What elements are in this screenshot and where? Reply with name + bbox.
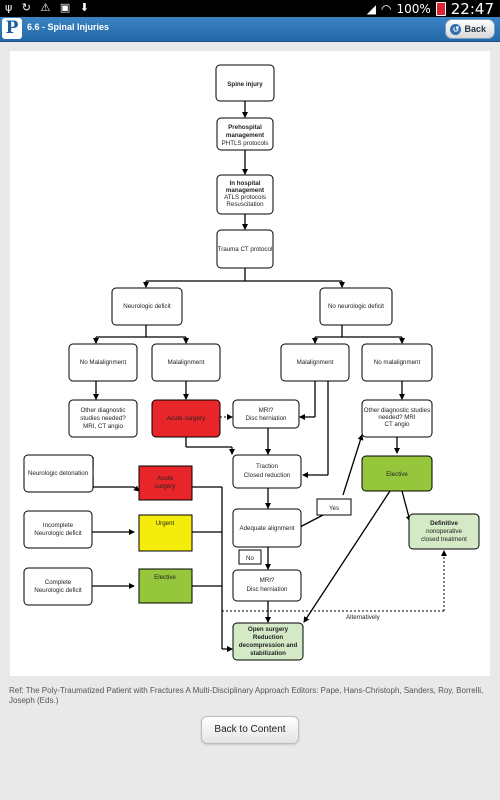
svg-text:Adequate alignment: Adequate alignment [239,525,294,532]
battery-icon [435,2,446,16]
node-adequate-alignment: Adequate alignment [232,508,302,548]
node-acute-surgery-middle: Acute surgery [138,465,193,501]
svg-text:No Malalignment: No Malalignment [80,359,127,366]
signal-icon: ◢ [366,2,376,16]
svg-text:CT angio: CT angio [385,421,411,428]
svg-text:closed treatment: closed treatment [421,536,467,543]
svg-text:Resuscitation: Resuscitation [226,201,264,208]
svg-text:In hospital: In hospital [230,180,261,187]
label-yes: Yes [316,498,352,516]
flowchart: Spine injury Prehospital management PHTL… [10,51,490,676]
back-to-content-button[interactable]: Back to Content [201,716,299,744]
dotted-lines [220,414,447,612]
node-elective-left: Elective [138,568,193,604]
svg-text:Yes: Yes [329,505,339,512]
node-mri-disc-herniation-bottom: MRI? Disc herniation [232,569,302,602]
svg-text:Neurologic deficit: Neurologic deficit [123,303,171,310]
svg-text:Complete: Complete [45,579,72,586]
node-definitive-nonoperative: Definitive nonoperative closed treatment [408,513,480,550]
wifi-icon: ◠ [380,2,392,16]
clock: 22:47 [450,0,494,18]
svg-text:No malalignment: No malalignment [374,359,421,366]
svg-text:Prehospital: Prehospital [228,124,262,131]
svg-text:Trauma CT protocol: Trauma CT protocol [218,246,273,253]
svg-text:No neurologic deficit: No neurologic deficit [328,303,384,310]
status-right: ◢ ◠ 100% 22:47 [367,0,494,18]
svg-text:Urgent: Urgent [156,520,175,527]
svg-text:Other diagnostic studies: Other diagnostic studies [364,407,430,414]
svg-text:No: No [246,555,254,562]
svg-text:stabilization: stabilization [250,650,286,657]
node-neurologic-deficit: Neurologic deficit [111,287,183,326]
node-spine-injury: Spine injury [215,64,275,102]
svg-text:Acute surgery: Acute surgery [167,415,206,422]
svg-text:Incomplete: Incomplete [43,522,74,529]
svg-text:Elective: Elective [154,574,176,581]
svg-text:ATLS protocols: ATLS protocols [224,194,266,201]
label-alternatively: Alternatively [346,614,381,621]
svg-text:Neurologic deficit: Neurologic deficit [34,530,82,537]
node-complete-deficit: Complete Neurologic deficit [23,567,93,606]
node-inhospital: In hospital management ATLS protocols Re… [216,174,274,215]
node-traction: Traction Closed reduction [232,454,302,489]
node-mri-disc-herniation-top: MRI? Disc herniation [232,399,300,429]
label-no: No [238,549,262,565]
svg-text:needed? MRI: needed? MRI [378,414,415,421]
node-elective-right: Elective [361,455,433,492]
status-bar: ψ ↻ ⚠ ▣ ⬇ ◢ ◠ 100% 22:47 [0,0,500,18]
back-arrow-icon: ↺ [450,23,462,35]
svg-text:Neurologic deficit: Neurologic deficit [34,587,82,594]
svg-text:Other diagnostic: Other diagnostic [80,407,125,414]
app-bar: P 6.6 - Spinal Injuries ↺ Back [0,17,500,42]
svg-text:Closed reduction: Closed reduction [244,472,291,479]
svg-text:Spine injury: Spine injury [227,81,263,88]
connector-lines [92,101,412,652]
svg-text:Traction: Traction [256,463,279,470]
node-no-malalignment-right: No malalignment [361,343,433,382]
battery-percent: 100% [396,2,431,16]
node-other-diagnostic-right: Other diagnostic studies needed? MRI CT … [361,399,433,438]
back-button-label: Back [464,24,486,34]
svg-text:management: management [226,132,264,139]
svg-text:studies needed?: studies needed? [80,415,126,422]
svg-text:Malalignment: Malalignment [297,359,334,366]
svg-text:Neurologic detoriation: Neurologic detoriation [28,470,89,477]
node-prehospital: Prehospital management PHTLS protocols [216,117,274,151]
notification-icons: ψ ↻ ⚠ ▣ ⬇ [5,1,92,14]
node-trauma-ct: Trauma CT protocol [216,229,274,269]
svg-text:Open surgery: Open surgery [248,626,289,633]
node-other-diagnostic-left: Other diagnostic studies needed? MRI, CT… [68,399,138,438]
svg-text:Elective: Elective [386,471,408,478]
node-no-neurologic-deficit: No neurologic deficit [319,287,393,326]
node-acute-surgery-top: Acute surgery [151,399,221,438]
svg-text:Definitive: Definitive [430,520,458,527]
reference-text: Ref: The Poly-Traumatized Patient with F… [9,686,484,705]
node-open-surgery: Open surgery Reduction decompression and… [232,622,304,661]
svg-text:nonoperative: nonoperative [426,528,462,535]
svg-text:decompression and: decompression and [239,642,298,649]
svg-text:Acute: Acute [157,475,173,482]
node-incomplete-deficit: Incomplete Neurologic deficit [23,510,93,549]
svg-text:MRI?: MRI? [260,577,275,584]
svg-text:Disc herniation: Disc herniation [246,415,287,422]
svg-text:management: management [226,187,264,194]
back-button[interactable]: ↺ Back [445,19,495,39]
svg-text:MRI, CT angio: MRI, CT angio [83,423,123,430]
node-no-malalignment-left: No Malalignment [68,343,138,382]
node-neurologic-deterioration: Neurologic detoriation [23,454,94,493]
page-title: 6.6 - Spinal Injuries [27,22,110,32]
svg-text:Reduction: Reduction [253,634,283,641]
svg-text:MRI?: MRI? [259,407,274,414]
node-malalignment-right: Malalignment [280,343,350,382]
node-malalignment-left: Malalignment [151,343,221,382]
svg-text:surgery: surgery [155,483,177,490]
svg-text:Disc herniation: Disc herniation [247,586,288,593]
node-urgent: Urgent [138,514,193,552]
app-logo[interactable]: P [2,18,22,39]
svg-text:PHTLS protocols: PHTLS protocols [222,140,269,147]
svg-text:Malalignment: Malalignment [168,359,205,366]
